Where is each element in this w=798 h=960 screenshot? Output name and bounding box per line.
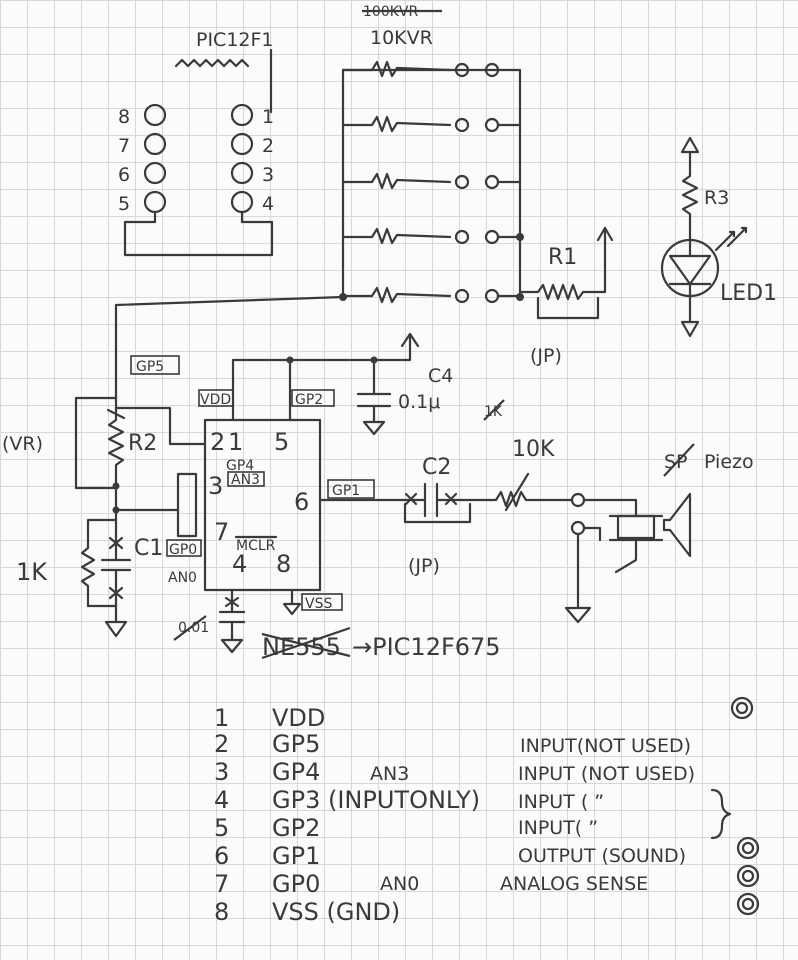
- ic-pin-6: 6: [294, 488, 309, 516]
- table-row: 8 VSS (GND): [214, 892, 760, 926]
- mclr-label: MCLR: [236, 538, 276, 554]
- resistor-r1: R1 (JP): [518, 226, 614, 367]
- ic-pin-4: 4: [232, 550, 247, 578]
- row-3-func: INPUT (NOT USED): [518, 763, 695, 785]
- vss-label: VSS: [305, 596, 332, 612]
- ic-pin-8: 8: [276, 550, 291, 578]
- gp1-label-box: [327, 479, 375, 499]
- switch-bank: 100KVR 10KVR: [339, 4, 524, 304]
- vss-label-box: [301, 593, 343, 611]
- row-6-num: 6: [214, 842, 229, 870]
- vdd-label-box: [198, 389, 234, 407]
- r2-label: R2: [128, 431, 157, 456]
- chip-pin-circles-left: [143, 103, 167, 214]
- row-3-alt: AN3: [370, 763, 409, 785]
- chip-pin-left-3: 6: [118, 164, 130, 186]
- led1-label: LED1: [720, 281, 777, 306]
- row-7-name: GP0: [272, 870, 320, 898]
- row-7-alt: AN0: [380, 873, 419, 895]
- row-1-name: VDD: [272, 704, 325, 732]
- row-5-name: GP2: [272, 814, 320, 842]
- c4-value: 0.1μ: [398, 391, 440, 413]
- r-1k-label: 1K: [16, 558, 48, 586]
- chip-pin-left-1: 8: [118, 106, 130, 128]
- pin-function-table: 1 VDD 2 GP5 INPUT(NOT USED) 3 GP4 AN3 IN…: [214, 696, 760, 926]
- chip-pinout-sketch: PIC12F1 8 7 6 5 1 2 3 4: [118, 29, 274, 257]
- table-row: 7 GP0 AN0 ANALOG SENSE: [214, 864, 760, 898]
- gp2-label-box: [291, 389, 335, 407]
- chip-pin-right-4: 4: [262, 193, 274, 215]
- row-3-num: 3: [214, 758, 229, 786]
- chip-pin-left-2: 7: [118, 135, 130, 157]
- an3-label-box: [227, 471, 265, 487]
- c2-label: C2: [422, 455, 451, 480]
- gp5-label: GP5: [136, 359, 164, 375]
- vdd-label: VDD: [200, 392, 231, 408]
- c4-label: C4: [428, 365, 453, 387]
- ic-pin-7: 7: [214, 518, 229, 546]
- replacement-chip-text: →PIC12F675: [352, 633, 501, 661]
- row-6-name: GP1: [272, 842, 320, 870]
- r1-jumper-label: (JP): [530, 345, 562, 367]
- row-2-num: 2: [214, 730, 229, 758]
- row-2-name: GP5: [272, 730, 320, 758]
- table-row: 5 GP2 INPUT( ”: [214, 814, 598, 842]
- table-row: 2 GP5 INPUT(NOT USED): [214, 730, 691, 758]
- row-7-func: ANALOG SENSE: [500, 873, 648, 895]
- output-network: GP1 C2 (JP) 10K 1K SP Piezo: [318, 399, 754, 624]
- r2-value: (VR): [2, 433, 43, 455]
- piezo-new-label: Piezo: [704, 451, 754, 473]
- switch-resistor-value: 10KVR: [370, 27, 433, 49]
- c1-label: C1: [134, 536, 163, 561]
- ic-body: VDD GP2 2 1 5 3 6 7 4 8 GP4 AN3 MCLR GP0…: [166, 356, 501, 661]
- row-5-num: 5: [214, 814, 229, 842]
- gp4-label: GP4: [226, 458, 254, 474]
- row-4-func: INPUT ( ”: [518, 791, 604, 813]
- row-2-func: INPUT(NOT USED): [520, 735, 691, 757]
- row-4-name: GP3 (INPUTONLY): [272, 786, 480, 814]
- table-row: 1 VDD: [214, 696, 754, 732]
- chip-pin-right-1: 1: [262, 106, 274, 128]
- gp5-label-box: [130, 355, 180, 375]
- row-8-name: VSS (GND): [272, 898, 400, 926]
- r3-label: R3: [704, 187, 729, 209]
- led-branch: R3 LED1: [660, 136, 777, 338]
- row-5-func: INPUT( ”: [518, 817, 598, 839]
- row-7-num: 7: [214, 870, 229, 898]
- table-row: 3 GP4 AN3 INPUT (NOT USED): [214, 758, 695, 786]
- c2-jumper-label: (JP): [408, 555, 440, 577]
- gp0-label: GP0: [169, 542, 197, 558]
- left-network: GP5 R2 (VR) 1K C1: [2, 295, 345, 638]
- chip-pin-circles-right: [230, 103, 254, 214]
- chip-pinout-title: PIC12F1: [196, 29, 274, 51]
- table-row: 6 GP1 OUTPUT (SOUND): [214, 836, 760, 870]
- row-6-func: OUTPUT (SOUND): [518, 845, 686, 867]
- table-row: 4 GP3 (INPUTONLY) INPUT ( ”: [214, 786, 732, 840]
- an3-label: AN3: [231, 472, 260, 488]
- row-1-num: 1: [214, 704, 229, 732]
- chip-pin-left-4: 5: [118, 193, 130, 215]
- chip-pin-right-3: 3: [262, 164, 274, 186]
- gp2-label: GP2: [295, 392, 323, 408]
- row-3-name: GP4: [272, 758, 320, 786]
- gp1-label: GP1: [332, 483, 360, 499]
- an0-label: AN0: [168, 570, 197, 586]
- capacitor-c4: C4 0.1μ: [356, 332, 453, 436]
- ic-pin-5: 5: [274, 428, 289, 456]
- r-10k-label: 10K: [512, 437, 555, 462]
- ic-pin-3: 3: [208, 472, 223, 500]
- chip-pin-right-2: 2: [262, 135, 274, 157]
- r1-label: R1: [548, 245, 577, 270]
- ic-pin-2: 2: [210, 428, 225, 456]
- row-4-num: 4: [214, 786, 229, 814]
- ic-pin-1: 1: [228, 428, 243, 456]
- gp0-label-box: [166, 539, 202, 557]
- row-8-num: 8: [214, 898, 229, 926]
